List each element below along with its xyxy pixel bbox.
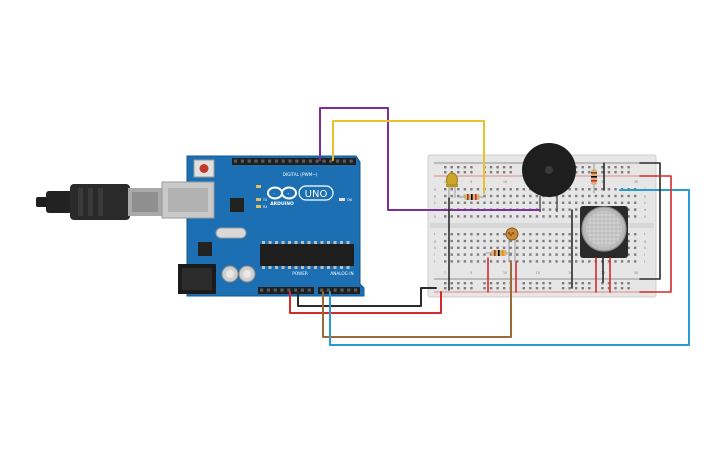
usb-cable[interactable] [36,184,162,220]
digital-header[interactable] [232,158,356,165]
row-letter: e [644,215,646,219]
wire-black-gnd[interactable] [297,287,437,307]
row-letter: g [434,239,436,243]
tx-label: TX [262,198,268,202]
column-number: 10 [503,180,507,184]
on-led [339,198,345,201]
wire-black-right-rail[interactable] [639,162,661,280]
usb-chip [230,198,244,212]
row-letter: f [434,233,436,237]
row-letter: j [643,260,645,264]
analog-header[interactable] [318,287,360,294]
row-letter: a [434,188,436,192]
piezo-buzzer[interactable] [522,143,576,212]
rx-led [256,205,261,208]
crystal-oscillator [215,227,247,239]
wire-brown-a1[interactable] [322,261,512,338]
model-label: UNO [305,189,328,200]
row-letter: j [433,260,435,264]
arduino-uno-board[interactable]: DIGITAL (PWM~) POWER ANALOG IN − + ARDUI… [161,155,365,297]
resistor-buzzer[interactable] [591,163,597,193]
gas-sensor[interactable] [580,206,628,258]
row-letter: e [434,215,436,219]
svg-text:+: + [287,192,290,196]
wire-purple[interactable] [319,107,541,211]
wire-blue-a0[interactable] [329,189,690,346]
column-number: 1 [444,271,446,275]
reset-button[interactable] [193,159,215,178]
tx-led [256,198,261,201]
resistor-led[interactable] [458,194,486,200]
row-letter: f [644,233,646,237]
row-letter: c [434,201,436,205]
column-number: 15 [536,271,540,275]
svg-text:−: − [273,192,276,196]
power-header[interactable] [258,287,314,294]
header-pins [234,159,358,292]
row-letter: b [434,194,436,198]
row-letter: h [644,246,646,250]
led[interactable] [446,172,458,198]
wire-yellow[interactable] [332,120,485,194]
column-number: 5 [470,180,472,184]
wire-red-right-rail[interactable] [639,175,672,293]
resistor-ldr[interactable] [486,250,512,256]
digital-header-label: DIGITAL (PWM~) [283,172,318,177]
power-header-label: POWER [292,271,308,276]
atmega-chip [260,244,354,266]
column-number: 30 [634,271,638,275]
row-letter: i [434,253,435,257]
photoresistor[interactable] [505,227,519,262]
column-number: 20 [568,271,572,275]
l-led [256,185,261,188]
brand-label: ARDUINO [270,201,294,207]
row-letter: b [644,194,646,198]
row-letter: c [644,201,646,205]
rx-label: RX [263,205,268,209]
uno-badge [298,185,334,201]
column-number: 5 [470,271,472,275]
on-label: ON [347,198,353,202]
row-letter: d [644,208,646,212]
voltage-regulator [198,242,212,256]
column-number: 1 [444,180,446,184]
arduino-logo: − + [267,186,297,200]
column-number: 30 [634,180,638,184]
analog-header-label: ANALOG IN [330,271,353,276]
row-letter: i [644,253,645,257]
wire-red-5v[interactable] [289,291,442,314]
column-number: 10 [503,271,507,275]
row-letter: h [434,246,436,250]
row-letter: g [644,239,646,243]
